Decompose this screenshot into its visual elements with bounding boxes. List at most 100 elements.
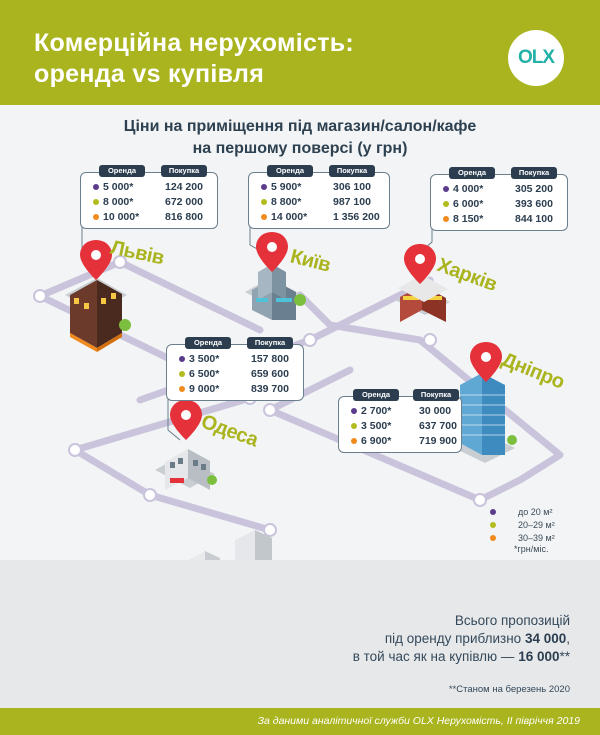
road-segment [71, 394, 254, 499]
rent-value: 14 000* [271, 211, 308, 223]
page-title: Комерційна нерухомість: оренда vs купівл… [34, 28, 354, 90]
road-node [263, 403, 277, 417]
price-row: 8 150* 844 100 [431, 211, 567, 227]
legend-label: до 20 м² [518, 507, 553, 517]
total-rent-value: 34 000 [524, 631, 567, 646]
total-line-3: в той час як на купівлю — 16 000** [300, 648, 570, 666]
buy-value: 124 200 [165, 181, 203, 193]
road-segment [146, 491, 274, 534]
rent-value: 6 500* [189, 368, 220, 380]
odesa-building [155, 449, 217, 490]
buy-value: 672 000 [165, 196, 203, 208]
rent-header: Оренда [449, 167, 495, 179]
buy-header: Покупка [247, 337, 293, 349]
buy-value: 987 100 [333, 196, 371, 208]
size-dot-medium [93, 199, 99, 205]
pin-icon [470, 342, 502, 382]
buy-value: 393 600 [515, 198, 553, 210]
price-card-kharkiv: Оренда Покупка 4 000* 305 200 6 000* 393… [430, 167, 568, 231]
legend-note: *грн/міс. [514, 544, 549, 554]
buy-value: 305 200 [515, 183, 553, 195]
source-note: За даними аналітичної служби OLX Нерухом… [257, 715, 580, 727]
size-dot-small [351, 408, 357, 414]
price-card-dnipro: Оренда Покупка 2 700* 30 000 3 500* 637 … [338, 389, 462, 453]
rent-header: Оренда [353, 389, 399, 401]
price-row: 5 900* 306 100 [249, 179, 389, 195]
kharkiv-building [395, 275, 450, 322]
size-dot-small [93, 184, 99, 190]
price-row: 8 000* 672 000 [81, 194, 217, 210]
total-buy-value: 16 000 [518, 649, 560, 664]
total-line-2: під оренду приблизно 34 000, [300, 630, 570, 648]
buy-value: 637 700 [419, 420, 457, 432]
price-row: 10 000* 816 800 [81, 209, 217, 225]
page-title-line-2: оренда vs купівля [34, 60, 265, 88]
road-node [113, 255, 127, 269]
road-nodes [33, 255, 487, 537]
rent-value: 10 000* [103, 211, 140, 223]
rent-value: 9 000* [189, 383, 220, 395]
olx-logo: OLX [508, 30, 564, 86]
road-node [423, 333, 437, 347]
rent-value: 5 000* [103, 181, 134, 193]
rent-value: 6 900* [361, 435, 392, 447]
subtitle-line-2: на першому поверсі (у грн) [192, 140, 408, 157]
size-dot-large [179, 386, 185, 392]
size-dot-small [179, 356, 185, 362]
price-row: 14 000* 1 356 200 [249, 209, 389, 225]
price-row: 9 000* 839 700 [167, 381, 303, 397]
price-row: 3 500* 637 700 [339, 418, 461, 434]
olx-logo-text: OLX [517, 47, 555, 68]
price-row: 2 700* 30 000 [339, 403, 461, 419]
total-rent-prefix: під оренду приблизно [384, 631, 525, 646]
pin-icon [256, 232, 288, 272]
pin-icon [170, 400, 202, 440]
dnipro-building [448, 373, 517, 463]
total-line-1: Всього пропозицій [454, 613, 570, 628]
buy-value: 659 600 [251, 368, 289, 380]
road-node [68, 443, 82, 457]
buy-value: 157 800 [251, 353, 289, 365]
buy-header: Покупка [511, 167, 557, 179]
road-node [303, 333, 317, 347]
kyiv-building [245, 264, 306, 320]
rent-value: 3 500* [361, 420, 392, 432]
price-card-kyiv: Оренда Покупка 5 900* 306 100 8 800* 987… [248, 165, 390, 229]
price-card-odesa: Оренда Покупка 3 500* 157 800 6 500* 659… [166, 337, 304, 401]
legend-dot-small [490, 509, 496, 515]
size-dot-large [351, 438, 357, 444]
buy-value: 306 100 [333, 181, 371, 193]
bottom-section [0, 560, 600, 708]
rent-value: 3 500* [189, 353, 220, 365]
total-buy-suffix: ** [559, 649, 570, 664]
road-node [263, 523, 277, 537]
footer-bar: За даними аналітичної служби OLX Нерухом… [0, 708, 600, 735]
pin-icon [80, 240, 112, 280]
total-rent-suffix: , [566, 631, 570, 646]
chart-subtitle: Ціни на приміщення під магазин/салон/каф… [0, 116, 600, 160]
rent-value: 2 700* [361, 405, 392, 417]
price-row: 5 000* 124 200 [81, 179, 217, 195]
buy-header: Покупка [329, 165, 375, 177]
as-of-note: **Станом на березень 2020 [448, 684, 570, 695]
road-node [143, 488, 157, 502]
size-dot-medium [351, 423, 357, 429]
road-node [473, 493, 487, 507]
rent-header: Оренда [267, 165, 313, 177]
buy-value: 844 100 [515, 213, 553, 225]
size-dot-small [261, 184, 267, 190]
map-pins [80, 232, 502, 440]
buy-value: 1 356 200 [333, 211, 380, 223]
connector-odesa [167, 390, 181, 441]
legend-dot-large [490, 535, 496, 541]
buy-value: 839 700 [251, 383, 289, 395]
size-dot-medium [261, 199, 267, 205]
legend-dot-medium [490, 522, 496, 528]
size-dot-small [443, 186, 449, 192]
page-title-line-1: Комерційна нерухомість: [34, 29, 355, 57]
rent-header: Оренда [99, 165, 145, 177]
pin-icon [404, 244, 436, 284]
buy-value: 719 900 [419, 435, 457, 447]
price-row: 6 000* 393 600 [431, 196, 567, 212]
buy-header: Покупка [413, 389, 459, 401]
